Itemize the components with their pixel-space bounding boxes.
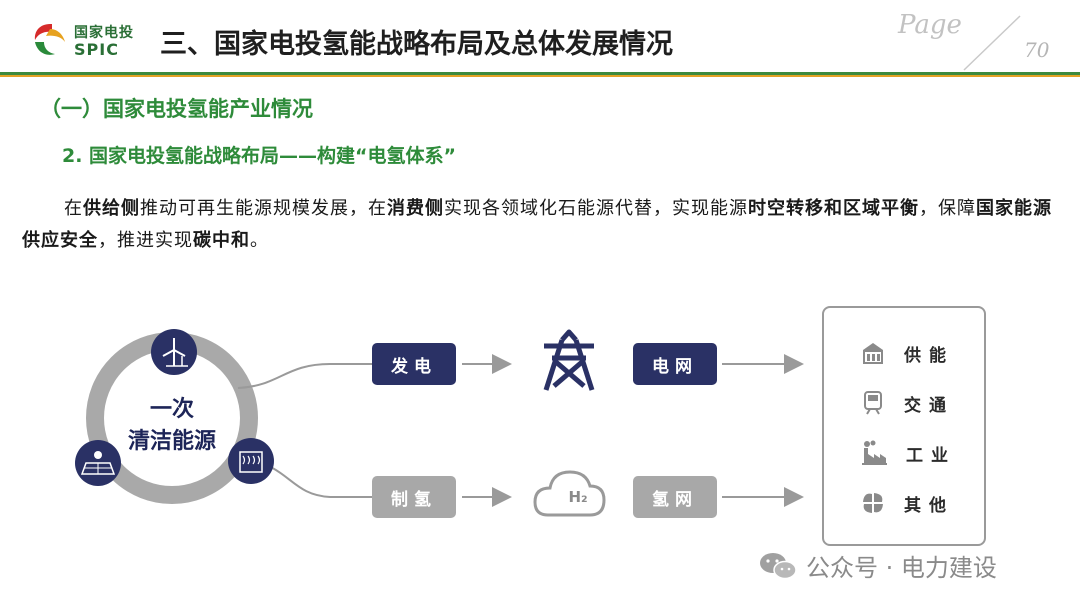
four-leaf-icon bbox=[863, 493, 883, 513]
hydrogen-network-box: 氢网 bbox=[633, 476, 717, 518]
train-icon bbox=[864, 391, 882, 415]
factory-icon bbox=[862, 440, 887, 465]
use-row-other: 其他 bbox=[860, 490, 954, 516]
use-label-transport: 交通 bbox=[904, 395, 954, 416]
hydrogen-production-box: 制氢 bbox=[372, 476, 456, 518]
use-row-transport: 交通 bbox=[860, 390, 954, 416]
logo-text-en: SPIC bbox=[74, 40, 119, 59]
page-number: 70 bbox=[1024, 38, 1050, 62]
hydrogen-cloud-icon bbox=[533, 470, 606, 517]
use-label-other: 其他 bbox=[904, 495, 954, 516]
h2-icon-label: H₂ bbox=[568, 488, 588, 506]
page-label: Page bbox=[898, 10, 962, 40]
watermark-text: 公众号 · 电力建设 bbox=[806, 554, 997, 582]
solar-panel-icon bbox=[75, 440, 121, 486]
logo-text-cn: 国家电投 bbox=[74, 25, 134, 41]
use-row-energy-supply: 供能 bbox=[860, 340, 954, 366]
spic-logo: 国家电投 SPIC bbox=[30, 20, 165, 60]
wind-turbine-icon bbox=[151, 329, 197, 375]
transmission-tower-icon bbox=[543, 329, 595, 391]
spic-logo-icon bbox=[34, 24, 65, 55]
energy-flow-diagram bbox=[75, 329, 804, 517]
use-label-industry: 工业 bbox=[906, 445, 956, 466]
wechat-watermark: 公众号 · 电力建设 bbox=[758, 548, 997, 583]
connector-to-generation bbox=[237, 363, 372, 389]
intro-paragraph: 在供给侧推动可再生能源规模发展，在消费侧实现各领域化石能源代替，实现能源时空转移… bbox=[22, 198, 1052, 251]
section-subtitle: 2. 国家电投氢能战略布局——构建“电氢体系” bbox=[62, 145, 457, 167]
ring-label-line1: 一次 bbox=[149, 397, 194, 422]
use-row-industry: 工业 bbox=[860, 440, 956, 466]
power-generation-box: 发电 bbox=[372, 343, 456, 385]
primary-clean-energy-label: 一次 清洁能源 bbox=[92, 394, 252, 458]
section-title: （一）国家电投氢能产业情况 bbox=[40, 97, 313, 121]
building-icon bbox=[863, 343, 883, 364]
header-rule-green bbox=[0, 72, 1080, 75]
use-label-energy-supply: 供能 bbox=[904, 345, 954, 366]
end-use-box: 供能 交通 工业 其他 bbox=[822, 306, 986, 546]
header-title: 三、国家电投氢能战略布局及总体发展情况 bbox=[160, 29, 673, 60]
ring-label-line2: 清洁能源 bbox=[127, 429, 216, 454]
header-rule-orange bbox=[0, 75, 1080, 77]
hydropower-icon bbox=[228, 438, 274, 484]
power-grid-box: 电网 bbox=[633, 343, 717, 385]
page-divider-slash bbox=[963, 15, 1021, 71]
wechat-icon bbox=[760, 552, 797, 579]
